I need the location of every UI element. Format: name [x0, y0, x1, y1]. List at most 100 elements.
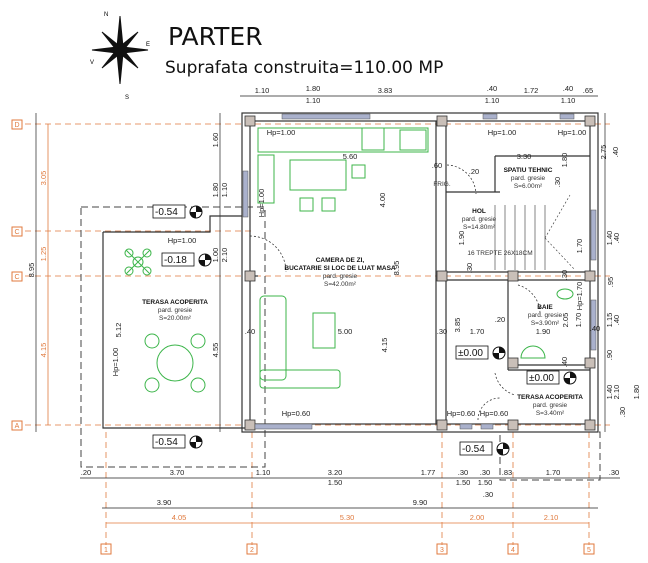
grid-axis-label: 1 [104, 547, 108, 554]
dimension-text: 1.10 [256, 468, 271, 477]
sill-height-text: Hp=1.00 [257, 189, 266, 218]
dimension-text: 1.80 [560, 153, 569, 168]
grid-bubble [100, 543, 112, 555]
dimension-text: .30 [437, 327, 447, 336]
dimension-text: .40 [590, 324, 600, 333]
dimension-text: 1.10 [220, 183, 229, 198]
dimension-text: 3.30 [517, 152, 532, 161]
plant-icon [124, 248, 152, 276]
dimension-text: 1.15 [605, 313, 614, 328]
elevation-value: ±0.00 [529, 373, 554, 384]
dimension-text: 1.40 [605, 385, 614, 400]
room-area: S=42.00m² [324, 281, 357, 288]
dimension-text: 1.80 [306, 84, 321, 93]
axis-dimension-text: 2.10 [544, 513, 559, 522]
room-name: BAIE [537, 304, 553, 311]
dimension-text: 9.90 [413, 498, 428, 507]
compass-e: E [146, 42, 150, 48]
elevation-value: -0.54 [155, 207, 178, 218]
dimension-text: 3.85 [453, 318, 462, 333]
sill-height-text: Hp=1.00 [488, 128, 517, 137]
dimension-text: 3.70 [170, 468, 185, 477]
dimension-text: .90 [605, 350, 614, 360]
grid-axes [25, 123, 610, 545]
grid-axis-label: A [15, 423, 20, 430]
sill-height-text: Hp=0.60 [282, 409, 311, 418]
room-floor: pard. gresie [462, 216, 497, 223]
dimension-text: 1.80 [211, 183, 220, 198]
dimension-text: 1.10 [561, 96, 576, 105]
dimension-text: .60 [432, 161, 442, 170]
compass-v: V [90, 60, 94, 66]
room-name: TERASA ACOPERITA [517, 394, 583, 401]
sill-height-text: Hp=0.60 [480, 409, 509, 418]
room-name: SPATIU TEHNIC [504, 167, 553, 174]
sill-height-text: Hp=1.00 [558, 128, 587, 137]
dimension-text: .40 [487, 84, 497, 93]
dimension-text: 1.00 [211, 248, 220, 263]
dimension-text: .40 [611, 147, 620, 157]
windows [242, 113, 597, 430]
grid-bubble [507, 543, 519, 555]
dimension-text: 1.77 [421, 468, 436, 477]
grid-bubble [11, 226, 23, 237]
compass-icon: N E S V [90, 12, 150, 101]
elevation-marker [152, 434, 203, 449]
room-floor: pard. gresie [511, 175, 546, 182]
room-area: S=14.80m² [463, 224, 496, 231]
dimension-text: 1.90 [536, 327, 551, 336]
dimension-text: .20 [469, 167, 479, 176]
dimension-text: .40 [612, 233, 621, 243]
dimension-text: .30 [560, 270, 569, 280]
plan-title: PARTER [168, 22, 263, 51]
axis-dimension-text: 4.05 [172, 513, 187, 522]
dimension-text: 3.83 [378, 86, 393, 95]
plan-subtitle: Suprafata construita=110.00 MP [165, 58, 443, 78]
room-name: TERASA ACOPERITA [142, 299, 208, 306]
elevation-marker [152, 204, 203, 219]
grid-axis-label: 2 [250, 547, 254, 554]
dimension-text: 5.60 [343, 152, 358, 161]
grid-bubble [11, 119, 23, 130]
dimension-text: .65 [583, 86, 593, 95]
dimension-lines [35, 95, 620, 509]
dimension-text: 1.80 [632, 385, 641, 400]
dimension-text: 3.20 [328, 468, 343, 477]
room-area: S=6.00m² [514, 183, 543, 190]
grid-axis-label: 4 [511, 547, 515, 554]
dimension-text: 4.00 [378, 193, 387, 208]
room-floor: pard. gresie [528, 312, 563, 319]
sill-height-text: Hp=1.00 [111, 348, 120, 377]
room-floor: pard. gresie [323, 273, 358, 280]
terrace-left-walls [102, 215, 252, 429]
dimension-text: .30 [483, 490, 493, 499]
elevation-value: -0.54 [462, 444, 485, 455]
elevation-marker [526, 370, 577, 385]
dimension-text: .30 [480, 468, 490, 477]
room-name: CAMERA DE ZI, [316, 257, 365, 264]
elevation-marker [455, 345, 506, 360]
dimension-text: 2.75 [599, 145, 608, 160]
dimension-text: 1.70 [546, 468, 561, 477]
dimension-text: 1.60 [211, 133, 220, 148]
grid-axis-label: C [14, 229, 19, 236]
elevation-value: -0.54 [155, 437, 178, 448]
sill-height-text: Hp=1.00 [267, 128, 296, 137]
grid-bubble [246, 543, 258, 555]
dimension-text: .30 [618, 407, 627, 417]
dimension-text: 1.70 [470, 327, 485, 336]
dimension-text: 1.50 [456, 478, 471, 487]
dimension-text: .40 [560, 357, 569, 367]
stairs-icon [494, 194, 576, 271]
dimension-text: 5.12 [114, 323, 123, 338]
dimension-text: 1.72 [524, 86, 539, 95]
elevation-value: -0.18 [164, 255, 187, 266]
elevation-value: ±0.00 [458, 348, 483, 359]
dimension-text: .40 [612, 315, 621, 325]
dimension-text: 4.55 [211, 343, 220, 358]
elevation-marker [161, 252, 212, 267]
axis-dimension-text: 4.15 [39, 343, 48, 358]
furniture [124, 127, 574, 393]
dimension-text: .83 [502, 468, 512, 477]
dimension-text: 1.70 [574, 313, 583, 328]
